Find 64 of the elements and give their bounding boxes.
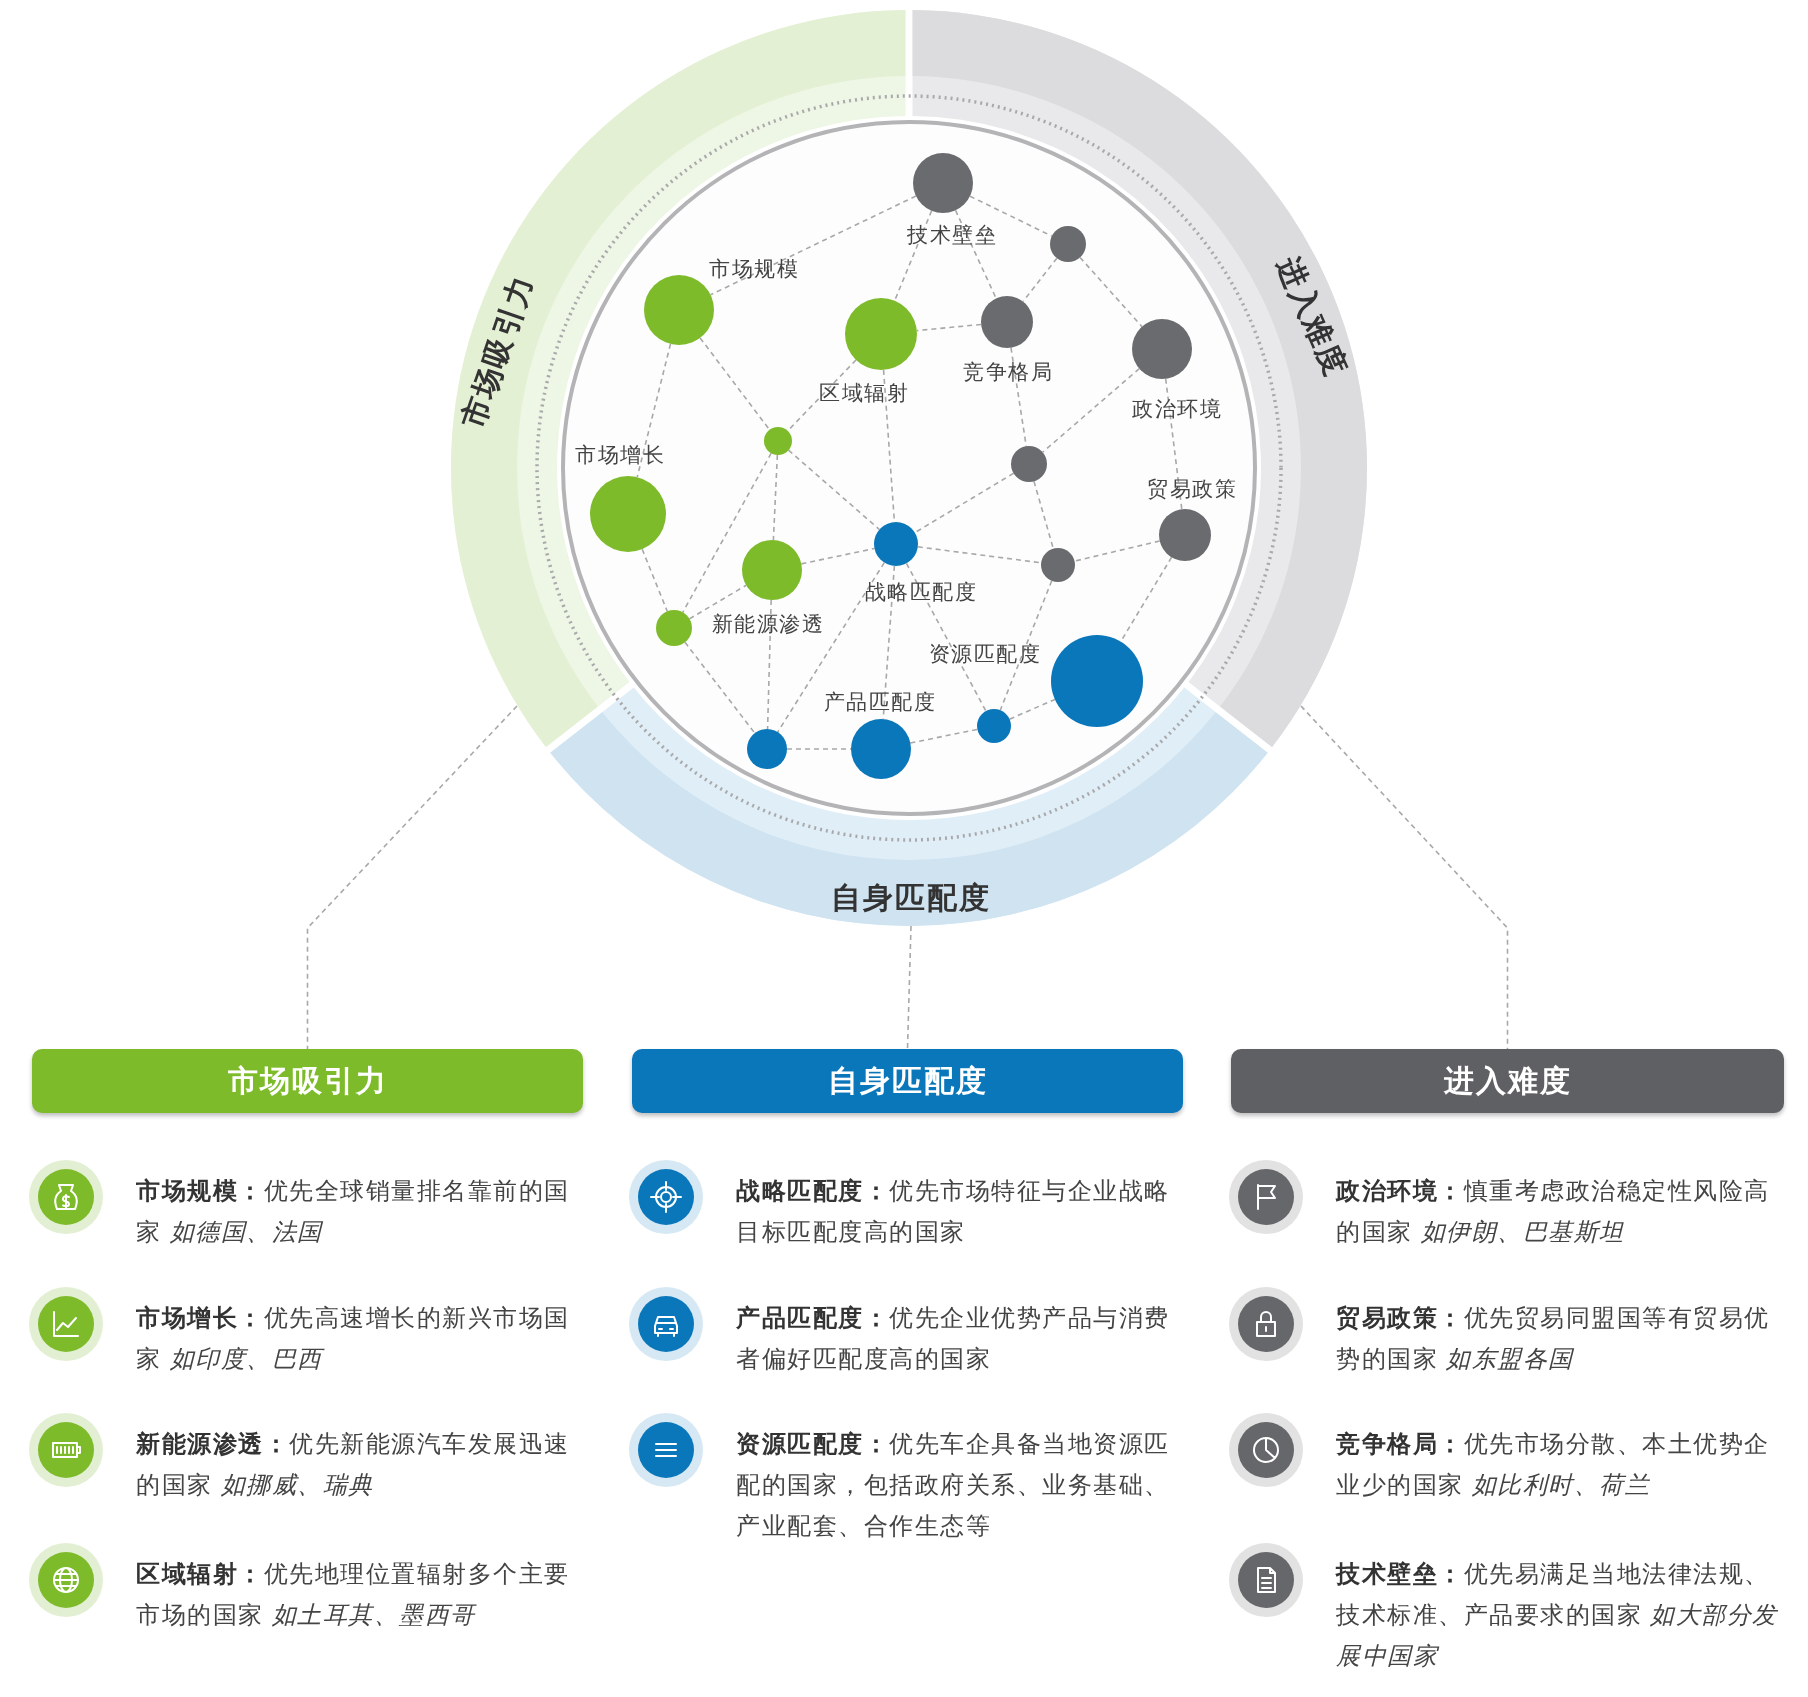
- connector-line: [1008, 698, 1056, 720]
- leader-line: [1300, 705, 1509, 1050]
- criterion-text: 市场增长：优先高速增长的新兴市场国家 如印度、巴西: [136, 1303, 571, 1374]
- connector-line: [905, 562, 987, 712]
- connector-line: [969, 195, 1053, 237]
- criterion-text: 技术壁垒：优先易满足当地法律法规、技术标准、产品要求的国家 如大部分发展中国家: [1336, 1559, 1779, 1671]
- connector-line: [1010, 346, 1028, 447]
- header-title: 进入难度: [1443, 1062, 1572, 1099]
- connector-line: [916, 323, 982, 332]
- node-label: 市场增长: [575, 442, 665, 466]
- band-title: 自身匹配度: [831, 880, 991, 914]
- criterion-text: 政治环境：慎重考虑政治稳定性风险高的国家 如伊朗、巴基斯坦: [1336, 1176, 1771, 1247]
- category-header: [632, 1049, 1183, 1113]
- connector-line: [1022, 257, 1058, 303]
- leader-line: [906, 925, 912, 1050]
- node-label: 技术壁垒: [907, 222, 997, 246]
- connector-line: [1033, 480, 1055, 550]
- connector-line: [1041, 367, 1141, 454]
- category-header: [1231, 1049, 1784, 1113]
- criterion-text: 市场规模：优先全球销量排名靠前的国家 如德国、法国: [136, 1176, 571, 1247]
- connector-line: [893, 209, 933, 302]
- criterion-text: 战略匹配度：优先市场特征与企业战略目标匹配度高的国家: [736, 1176, 1171, 1247]
- connector-line: [1079, 256, 1143, 328]
- node-label: 新能源渗透: [711, 611, 825, 635]
- criterion-text: 竞争格局：优先市场分散、本土优势企业少的国家 如比利时、荷兰: [1336, 1429, 1771, 1500]
- band-title: 进入难度: [1271, 251, 1354, 383]
- leader-line: [306, 705, 518, 1050]
- connector-line: [776, 561, 886, 733]
- criterion-text: 区域辐射：优先地理位置辐射多个主要市场的国家 如土耳其、墨西哥: [136, 1559, 571, 1630]
- connector-line: [641, 548, 669, 613]
- node-label: 战略匹配度: [864, 579, 978, 603]
- connector-line: [636, 343, 672, 478]
- connector-line: [681, 452, 772, 614]
- category-header: [32, 1049, 583, 1113]
- node-label: 区域辐射: [819, 380, 909, 404]
- connector-line: [800, 547, 876, 565]
- criterion-text: 新能源渗透：优先新能源汽车发展迅速的国家 如挪威、瑞典: [136, 1429, 571, 1500]
- node-label: 贸易政策: [1147, 476, 1237, 500]
- node-label: 产品匹配度: [823, 689, 937, 713]
- connector-line: [1073, 540, 1161, 562]
- connector-line: [882, 565, 896, 720]
- connector-line: [688, 584, 747, 620]
- connector-line: [766, 599, 772, 730]
- header-title: 自身匹配度: [827, 1062, 988, 1099]
- connector-line: [772, 454, 779, 541]
- criterion-text: 产品匹配度：优先企业优势产品与消费者偏好匹配度高的国家: [736, 1303, 1171, 1374]
- connector-line: [709, 195, 917, 296]
- connector-line: [954, 209, 997, 300]
- connector-line: [999, 580, 1053, 711]
- connector-line: [684, 641, 756, 734]
- node-label: 资源匹配度: [928, 641, 1042, 665]
- connector-line: [917, 546, 1042, 564]
- connector-line: [909, 728, 979, 744]
- connector-line: [699, 337, 771, 431]
- band-title: 市场吸引力: [455, 270, 540, 433]
- connector-line: [914, 472, 1015, 534]
- header-title: 市场吸引力: [227, 1062, 388, 1099]
- criterion-text: 资源匹配度：优先车企具备当地资源匹配的国家，包括政府关系、业务基础、产业配套、合作生态等: [736, 1429, 1171, 1541]
- node-label: 竞争格局: [963, 359, 1053, 383]
- connector-line: [1164, 377, 1183, 510]
- node-label: 市场规模: [709, 256, 799, 280]
- node-label: 政治环境: [1132, 396, 1222, 420]
- connector-line: [787, 449, 881, 531]
- criterion-text: 贸易政策：优先贸易同盟国等有贸易优势的国家 如东盟各国: [1336, 1303, 1771, 1374]
